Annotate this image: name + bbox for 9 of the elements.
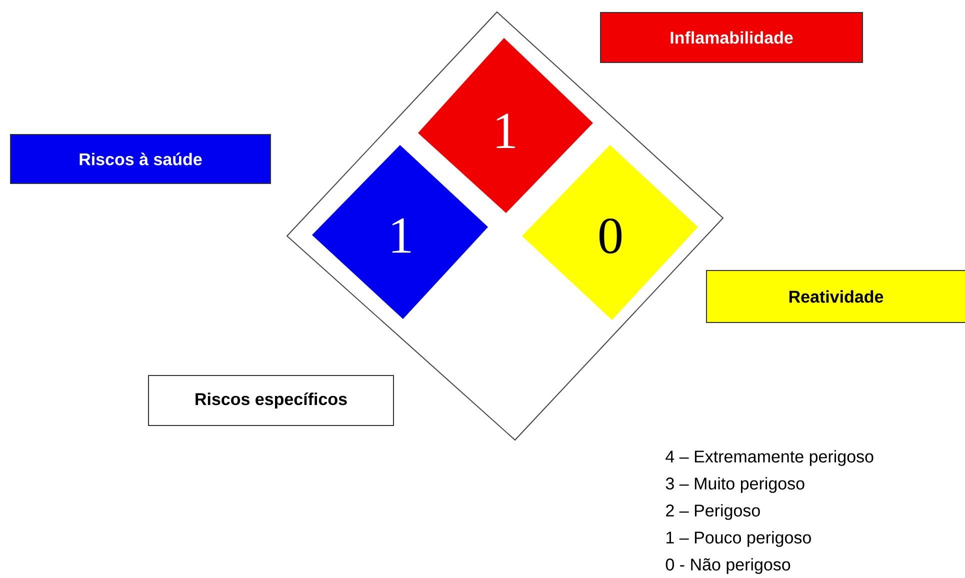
scale-item: 2 – Perigoso xyxy=(666,504,760,520)
label-box: Riscos específicos xyxy=(148,375,394,426)
label-box: Inflamabilidade xyxy=(600,12,864,63)
label-box: Riscos à saúde xyxy=(10,134,271,184)
scale-item: 1 – Pouco perigoso xyxy=(666,531,811,547)
label-box: Reatividade xyxy=(706,270,965,323)
scale-item: 4 – Extremamente perigoso xyxy=(666,450,874,466)
scale-item: 0 - Não perigoso xyxy=(666,558,790,574)
scale-item: 3 – Muito perigoso xyxy=(666,477,804,493)
